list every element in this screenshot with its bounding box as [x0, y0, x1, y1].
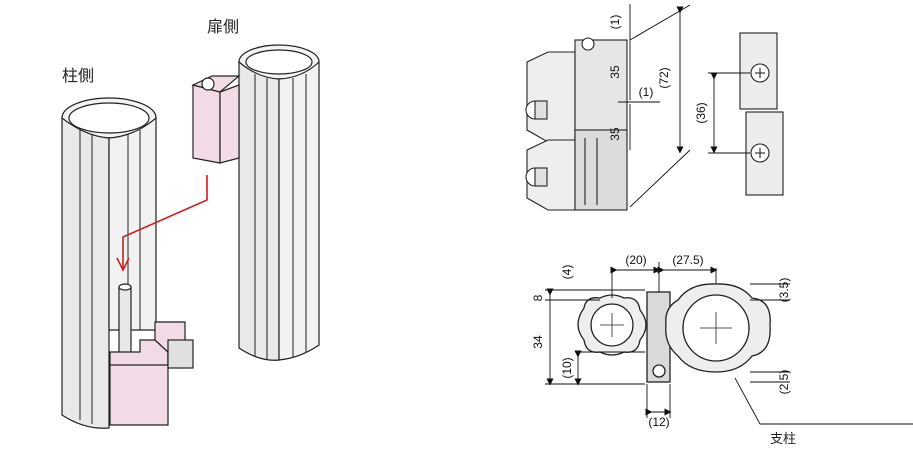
dim-body-height: 34 — [531, 335, 545, 349]
dim-plate-thickness: 8 — [531, 294, 545, 301]
dim-upper-height: 35 — [608, 65, 622, 79]
cross-section — [577, 283, 771, 383]
dim-right-bottom: (2.5) — [777, 370, 791, 395]
dim-top-gap: (1) — [608, 15, 622, 30]
dim-right-width: (27.5) — [672, 253, 703, 267]
door-post — [191, 44, 320, 361]
dim-top-offset: (4) — [560, 265, 574, 280]
cross-section-dims — [545, 262, 913, 425]
pillar-side-label: 柱側 — [62, 66, 95, 85]
dim-bottom-width: (12) — [648, 415, 669, 429]
dim-lower-height: 35 — [608, 127, 622, 141]
support-post-label: 支柱 — [770, 432, 797, 447]
dim-hole-pitch: (36) — [694, 102, 708, 123]
pillar-post — [61, 97, 194, 429]
front-view-dims — [618, 4, 691, 208]
dim-left-width: (20) — [625, 253, 646, 267]
door-side-label: 扉側 — [207, 17, 240, 36]
dim-total-height: (72) — [657, 67, 671, 88]
hinge-front-view — [525, 37, 628, 211]
side-view-dims — [708, 72, 750, 154]
dim-right-top: (3.5) — [777, 278, 791, 303]
hinge-side-view — [739, 32, 784, 196]
dim-mid-gap: (1) — [639, 85, 654, 99]
insertion-arrow — [116, 175, 208, 272]
dim-bottom-offset: (10) — [560, 357, 574, 378]
